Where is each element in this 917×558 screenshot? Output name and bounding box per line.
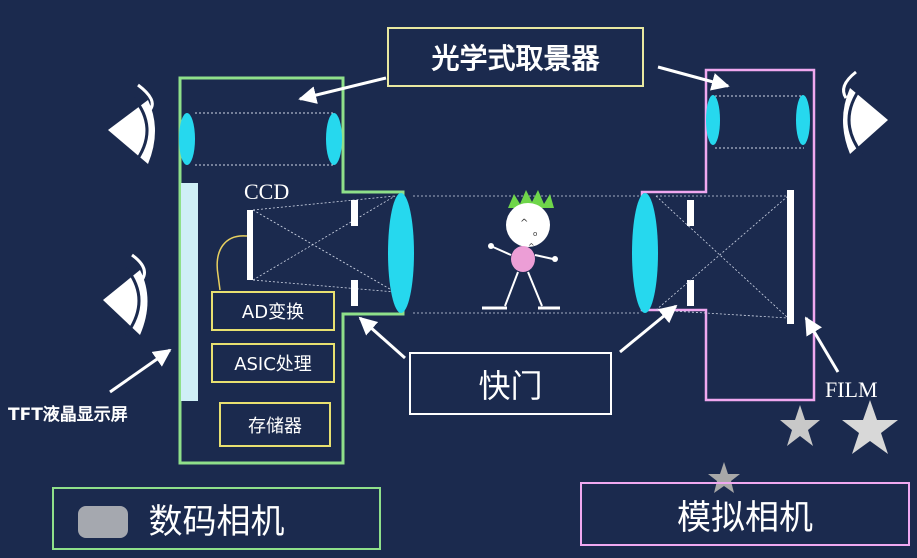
star-icon — [780, 405, 820, 446]
shutter-label-text: 快门 — [478, 366, 543, 405]
arrow-viewfinder-right — [657, 65, 730, 91]
analog-shutter-top — [687, 200, 694, 226]
ccd-sensor — [247, 210, 253, 280]
arrow-shutter-right — [619, 304, 678, 354]
analog-ray-1 — [655, 195, 789, 319]
arrow-shutter-left — [358, 316, 406, 360]
arrow-viewfinder-left — [298, 76, 387, 104]
subject-body — [511, 246, 535, 272]
process-step-asic: ASIC处理 — [211, 343, 335, 383]
analog-shutter-bottom — [687, 280, 694, 306]
analog-camera-body — [640, 68, 816, 402]
eye-icon-right — [842, 70, 888, 155]
subject-hair — [508, 190, 554, 208]
film-label: FILM — [825, 377, 878, 402]
subject-figure: ^ o ^ — [482, 190, 560, 310]
analog-main-lens — [632, 193, 658, 313]
process-step-asic-text: ASIC处理 — [234, 354, 312, 375]
process-step-storage-text: 存储器 — [248, 415, 302, 437]
ccd-wire — [216, 235, 248, 291]
film-plane — [787, 190, 794, 324]
svg-text:^: ^ — [528, 242, 535, 251]
eye-icon-bottom-left — [103, 253, 148, 336]
svg-text:^: ^ — [520, 218, 528, 229]
digital-viewfinder-front-lens — [326, 113, 342, 165]
process-step-ad: AD变换 — [211, 291, 335, 331]
star-icon — [708, 462, 740, 493]
digital-ray-2 — [252, 195, 396, 281]
digital-main-lens — [388, 193, 414, 313]
tft-label: TFT液晶显示屏 — [8, 405, 128, 425]
optical-viewfinder-label-text: 光学式取景器 — [431, 42, 600, 75]
optical-viewfinder-label: 光学式取景器 — [387, 27, 644, 87]
process-step-ad-text: AD变换 — [241, 302, 305, 323]
analog-viewfinder-eyepiece-lens — [796, 95, 810, 145]
decorative-blur-shape — [78, 506, 128, 538]
digital-shutter-bottom — [351, 280, 358, 306]
analog-viewfinder-front-lens — [706, 95, 720, 145]
analog-camera-label-text: 模拟相机 — [677, 497, 813, 538]
digital-shutter-top — [351, 200, 358, 226]
subject-head — [506, 203, 550, 247]
star-icon — [842, 400, 898, 454]
digital-viewfinder-eyepiece-lens — [179, 113, 195, 165]
digital-camera-label-text: 数码相机 — [148, 502, 285, 542]
eye-icon-top-left — [108, 83, 155, 165]
digital-camera-label: 数码相机 — [52, 487, 381, 550]
digital-ray-1 — [252, 209, 396, 293]
svg-text:o: o — [533, 230, 537, 238]
process-step-storage: 存储器 — [219, 402, 331, 447]
shutter-label: 快门 — [409, 352, 612, 415]
ccd-label: CCD — [244, 179, 290, 204]
arrow-tft — [109, 348, 172, 394]
arrow-film — [804, 316, 840, 373]
digital-camera-body — [178, 76, 405, 465]
analog-ray-2 — [655, 195, 789, 311]
analog-camera-label: 模拟相机 — [580, 482, 910, 546]
tft-screen — [181, 183, 198, 401]
